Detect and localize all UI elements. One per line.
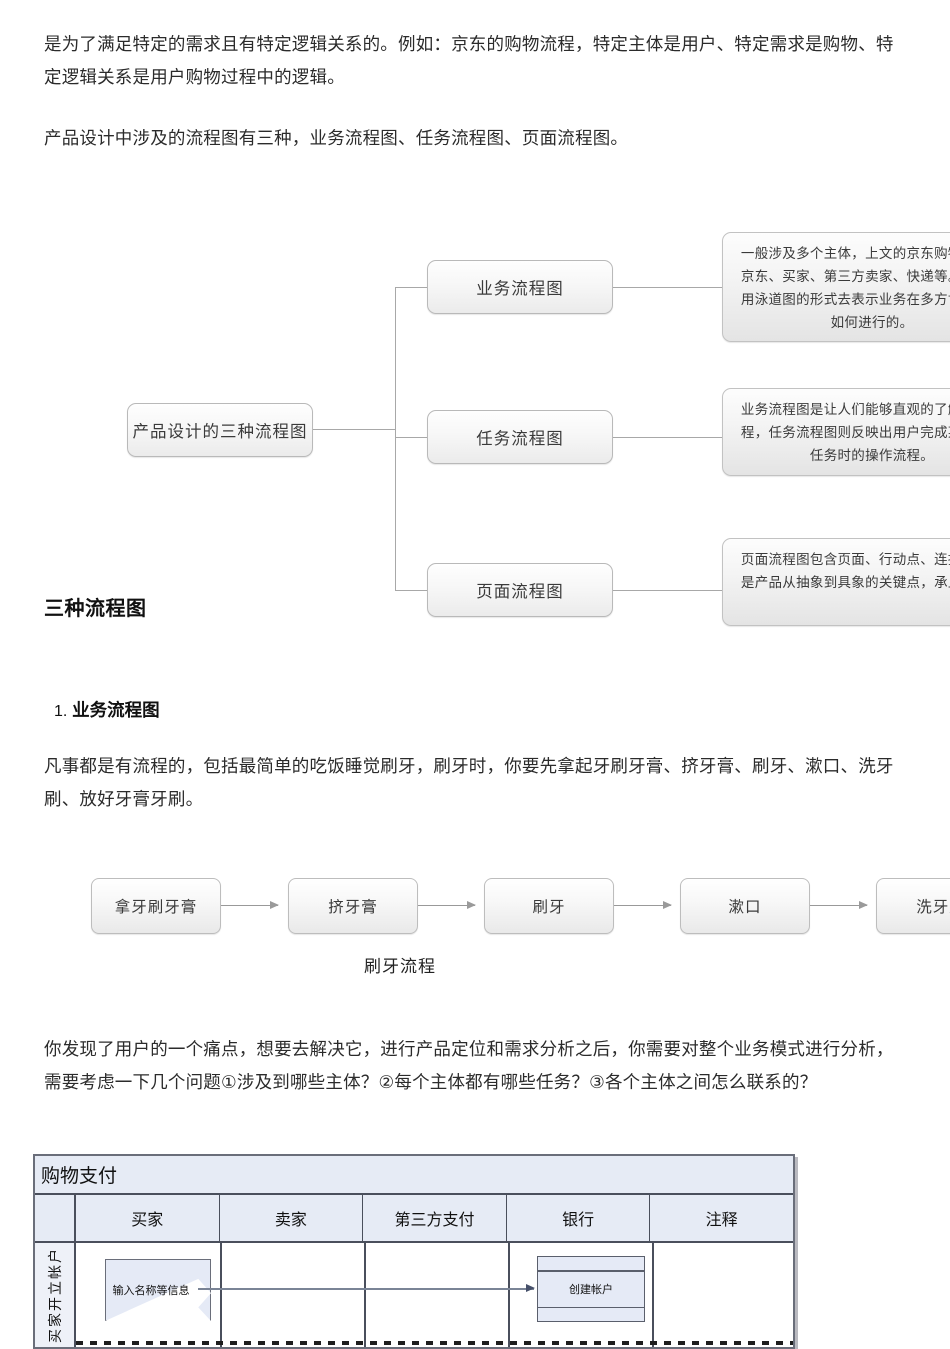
swimlane-title: 购物支付 [35,1156,793,1195]
connector-branch-2-description [613,437,723,438]
swimlane-shape-create-account: 创建帐户 [537,1256,645,1322]
swimlane-column-divider-2 [364,1243,366,1347]
flow-step-brush: 刷牙 [484,878,614,934]
swimlane-column-thirdparty-payment: 第三方支付 [363,1195,507,1241]
flow-step-take-toothbrush: 拿牙刷牙膏 [91,878,221,934]
connector-trunk-branch-1 [395,287,428,288]
swimlane-diagram: 购物支付 买家 卖家 第三方支付 银行 注释 买家开立帐户 输入名称等信息 创建… [33,1154,795,1349]
connector-root-trunk [313,429,396,430]
flow-arrow-3 [614,901,672,909]
swimlane-header-row: 买家 卖家 第三方支付 银行 注释 [35,1195,793,1243]
paragraph-painpoint: 你发现了用户的一个痛点，想要去解决它，进行产品定位和需求分析之后，你需要对整个业… [44,1039,894,1092]
mindmap-description-task: 业务流程图是让人们能够直观的了解业务流程，任务流程图则反映出用户完成某个具体任务… [722,388,950,476]
swimlane-header-corner [35,1195,76,1241]
swimlane-column-buyer: 买家 [76,1195,220,1241]
flow-arrow-2 [418,901,476,909]
flow-arrow-4 [810,901,868,909]
swimlane-lane-bottom-dashed-border [76,1341,793,1345]
swimlane-column-divider-4 [652,1243,654,1347]
paragraph-brushing: 凡事都是有流程的，包括最简单的吃饭睡觉刷牙，刷牙时，你要先拿起牙刷牙膏、挤牙膏、… [44,756,894,809]
connector-branch-3-description [613,590,723,591]
connector-trunk-branch-2 [395,437,428,438]
swimlane-lane-row: 买家开立帐户 输入名称等信息 创建帐户 [35,1243,793,1347]
swimlane-column-divider-1 [220,1243,222,1347]
mindmap-diagram: 产品设计的三种流程图 业务流程图 任务流程图 页面流程图 一般涉及多个主体，上文… [0,225,950,626]
swimlane-column-bank: 银行 [507,1195,651,1241]
swimlane-arrow-input-to-create [198,1285,535,1291]
swimlane-column-divider-3 [508,1243,510,1347]
connector-branch-1-description [613,287,723,288]
mindmap-branch-task: 任务流程图 [427,410,613,464]
flow-caption: 刷牙流程 [364,957,436,976]
page-heading-three-flowcharts: 三种流程图 [44,598,147,620]
mindmap-root-node: 产品设计的三种流程图 [127,403,313,457]
mindmap-branch-business: 业务流程图 [427,260,613,314]
swimlane-column-seller: 卖家 [220,1195,364,1241]
subheading-number: 1. [54,703,68,720]
connector-trunk-branch-3 [395,590,428,591]
mindmap-description-business: 一般涉及多个主体，上文的京东购物涉及到京东、买家、第三方卖家、快递等。一般会用泳… [722,232,950,342]
swimlane-shape-input-info [105,1259,211,1321]
connector-trunk-vertical [395,287,396,590]
flow-arrow-1 [221,901,279,909]
flow-step-squeeze-paste: 挤牙膏 [288,878,418,934]
paragraph-intro: 是为了满足特定的需求且有特定逻辑关系的。例如：京东的购物流程，特定主体是用户、特… [44,34,894,87]
flow-step-rinse: 漱口 [680,878,810,934]
subheading-business-flowchart: 1. 业务流程图 [54,697,160,722]
paragraph-three-types: 产品设计中涉及的流程图有三种，业务流程图、任务流程图、页面流程图。 [44,128,629,148]
mindmap-branch-page: 页面流程图 [427,563,613,617]
swimlane-column-notes: 注释 [705,1212,738,1229]
flow-step-wash-brush: 洗牙刷 [876,878,950,934]
swimlane-lane-label-open-account: 买家开立帐户 [35,1243,76,1347]
swimlane-lane-label-text: 买家开立帐户 [48,1247,64,1343]
brushing-flow-diagram: 拿牙刷牙膏 挤牙膏 刷牙 漱口 洗牙刷 刷牙流程 [0,872,950,982]
mindmap-description-page: 页面流程图包含页面、行动点、连接线，它是产品从抽象到具象的关键点，承上启下。 [722,538,950,626]
subheading-label: 业务流程图 [72,700,160,720]
